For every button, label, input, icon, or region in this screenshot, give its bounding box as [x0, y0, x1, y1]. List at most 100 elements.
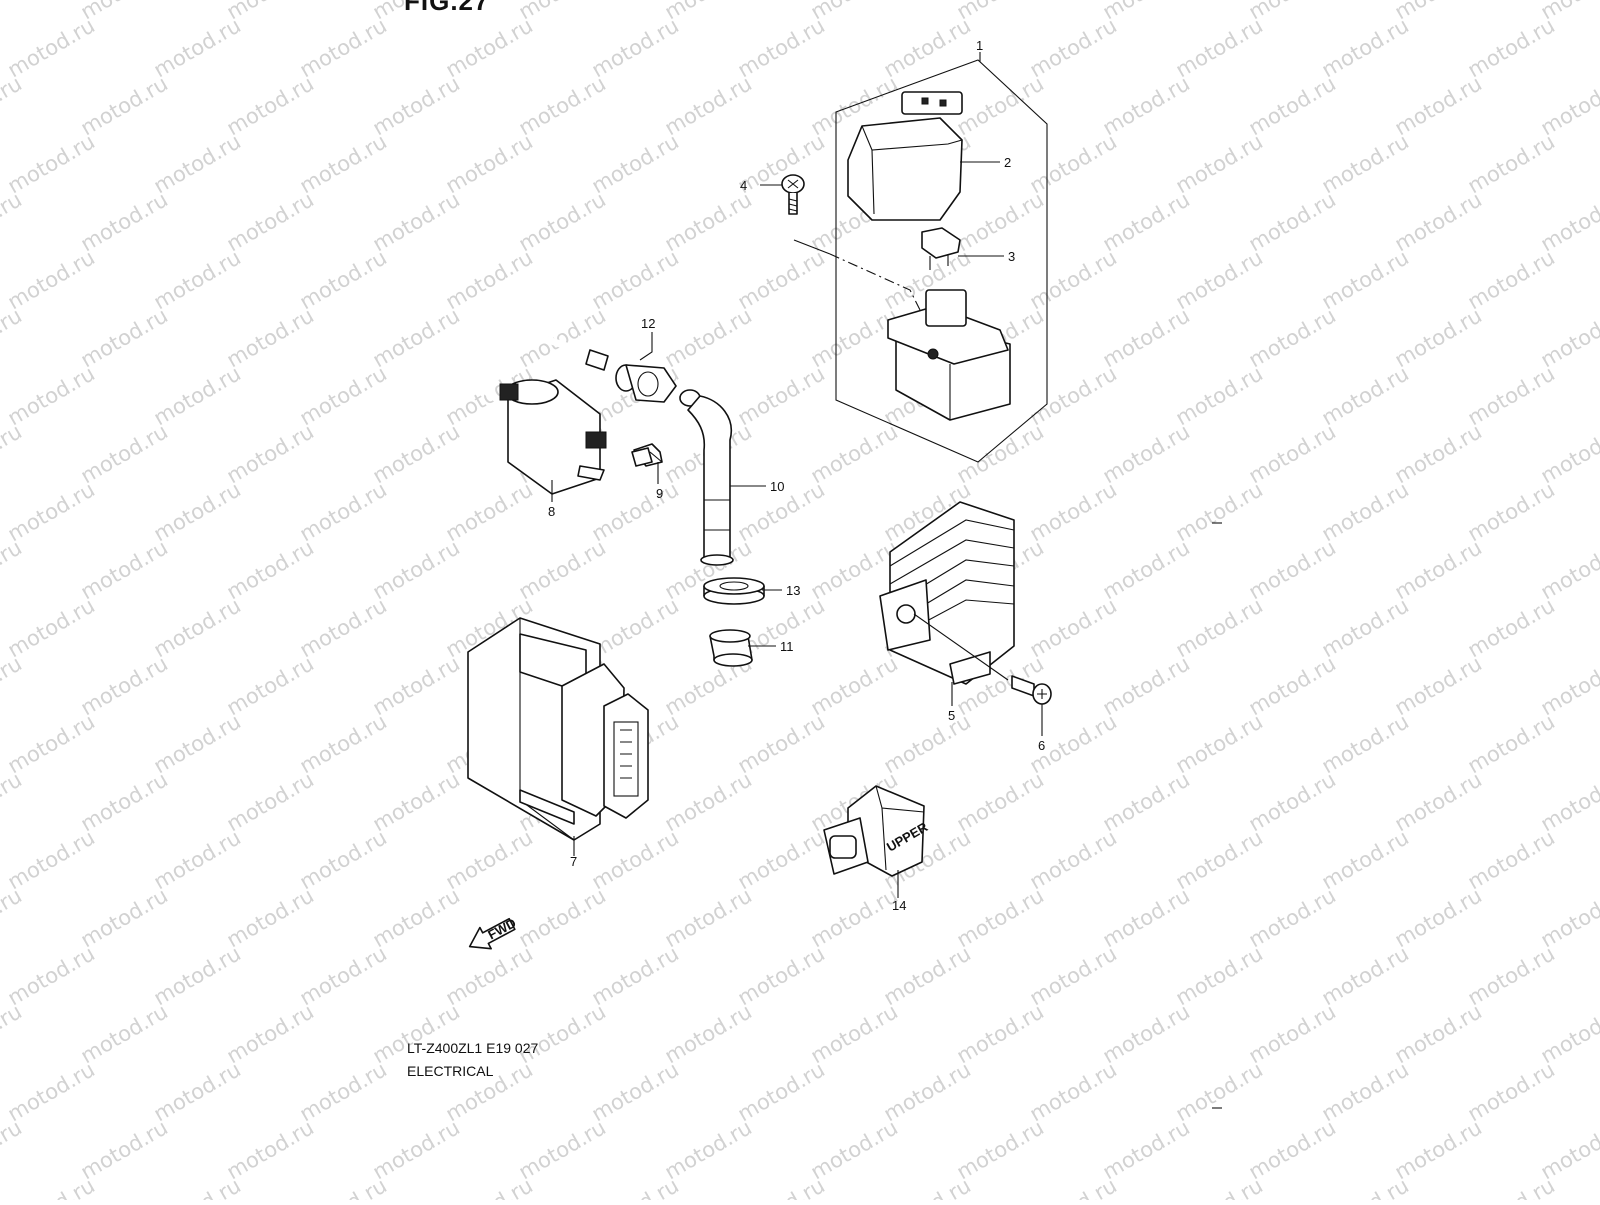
watermark-text: motod.ru: [77, 71, 172, 140]
watermark-text: motod.ru: [1464, 1057, 1559, 1126]
watermark-text: motod.ru: [588, 593, 683, 662]
watermark-text: motod.ru: [1245, 883, 1340, 952]
watermark-text: motod.ru: [661, 303, 756, 372]
watermark-text: motod.ru: [1391, 1115, 1486, 1184]
watermark-text: motod.ru: [369, 651, 464, 720]
watermark-text: motod.ru: [442, 1173, 537, 1200]
watermark-text: motod.ru: [296, 1057, 391, 1126]
watermark-text: motod.ru: [77, 767, 172, 836]
watermark-text: motod.ru: [369, 303, 464, 372]
watermark-text: motod.ru: [734, 709, 829, 778]
watermark-text: motod.ru: [4, 941, 99, 1010]
watermark-text: motod.ru: [1172, 477, 1267, 546]
watermark-text: motod.ru: [661, 187, 756, 256]
watermark-text: motod.ru: [953, 883, 1048, 952]
watermark-text: motod.ru: [296, 941, 391, 1010]
watermark-text: motod.ru: [223, 767, 318, 836]
watermark-text: motod.ru: [77, 651, 172, 720]
watermark-text: motod.ru: [1026, 129, 1121, 198]
watermark-text: motod.ru: [1099, 651, 1194, 720]
watermark-text: motod.ru: [1245, 419, 1340, 488]
watermark-text: motod.ru: [734, 1173, 829, 1200]
watermark-text: motod.ru: [1172, 1057, 1267, 1126]
watermark-text: motod.ru: [223, 71, 318, 140]
watermark-text: motod.ru: [296, 709, 391, 778]
watermark-text: motod.ru: [953, 1115, 1048, 1184]
watermark-text: motod.ru: [296, 129, 391, 198]
watermark-text: motod.ru: [150, 361, 245, 430]
watermark-text: motod.ru: [223, 187, 318, 256]
watermark-text: motod.ru: [296, 361, 391, 430]
watermark-text: motod.ru: [880, 1057, 975, 1126]
section-title: ELECTRICAL: [407, 1063, 493, 1079]
watermark-text: motod.ru: [1172, 361, 1267, 430]
watermark-text: motod.ru: [1391, 767, 1486, 836]
watermark-text: motod.ru: [77, 535, 172, 604]
watermark-text: motod.ru: [150, 13, 245, 82]
watermark-text: motod.ru: [515, 535, 610, 604]
watermark-text: motod.ru: [1391, 883, 1486, 952]
watermark-text: motod.ru: [1099, 999, 1194, 1068]
watermark-text: motod.ru: [734, 941, 829, 1010]
watermark-text: motod.ru: [442, 13, 537, 82]
watermark-text: motod.ru: [1026, 245, 1121, 314]
watermark-text: motod.ru: [1464, 709, 1559, 778]
watermark-text: motod.ru: [588, 129, 683, 198]
watermark-text: motod.ru: [77, 419, 172, 488]
watermark-text: motod.ru: [369, 187, 464, 256]
watermark-text: motod.ru: [1464, 13, 1559, 82]
watermark-text: motod.ru: [150, 1057, 245, 1126]
watermark-text: motod.ru: [1172, 709, 1267, 778]
watermark-text: motod.ru: [4, 129, 99, 198]
callout-10: 10: [770, 479, 784, 494]
watermark-text: motod.ru: [223, 303, 318, 372]
watermark-text: motod.ru: [1464, 477, 1559, 546]
watermark-text: motod.ru: [807, 883, 902, 952]
watermark-text: motod.ru: [0, 883, 26, 952]
watermark-text: motod.ru: [953, 71, 1048, 140]
watermark-text: motod.ru: [588, 1173, 683, 1200]
fwd-marking: FWD: [485, 915, 518, 942]
watermark-text: motod.ru: [1318, 129, 1413, 198]
callout-11: 11: [780, 639, 794, 654]
relay-bolt: [782, 175, 804, 214]
watermark-text: motod.ru: [1026, 825, 1121, 894]
watermark-text: motod.ru: [1318, 361, 1413, 430]
watermark-text: motod.ru: [661, 71, 756, 140]
callout-8: 8: [548, 504, 555, 519]
callout-9: 9: [656, 486, 663, 501]
watermark-text: motod.ru: [953, 767, 1048, 836]
watermark-text: motod.ru: [1391, 535, 1486, 604]
watermark-text: motod.ru: [880, 941, 975, 1010]
watermark-text: motod.ru: [1318, 593, 1413, 662]
watermark-text: motod.ru: [1026, 593, 1121, 662]
watermark-text: motod.ru: [1172, 593, 1267, 662]
watermark-text: motod.ru: [150, 709, 245, 778]
watermark-text: motod.ru: [4, 13, 99, 82]
watermark-text: motod.ru: [1026, 1057, 1121, 1126]
watermark-text: motod.ru: [1245, 303, 1340, 372]
watermark-text: motod.ru: [442, 825, 537, 894]
watermark-text: motod.ru: [4, 361, 99, 430]
watermark-text: motod.ru: [588, 477, 683, 546]
watermark-text: motod.ru: [0, 651, 26, 720]
watermark-text: motod.ru: [0, 0, 26, 24]
watermark-text: motod.ru: [1318, 825, 1413, 894]
watermark-text: motod.ru: [588, 1057, 683, 1126]
watermark-text: motod.ru: [1464, 941, 1559, 1010]
watermark-text: motod.ru: [296, 593, 391, 662]
watermark-text: motod.ru: [1245, 999, 1340, 1068]
watermark-text: motod.ru: [1245, 187, 1340, 256]
watermark-text: motod.ru: [807, 1115, 902, 1184]
watermark-text: motod.ru: [296, 477, 391, 546]
watermark-text: motod.ru: [588, 13, 683, 82]
watermark-text: motod.ru: [1245, 535, 1340, 604]
watermark-text: motod.ru: [1391, 71, 1486, 140]
watermark-text: motod.ru: [369, 535, 464, 604]
watermark-text: motod.ru: [0, 767, 26, 836]
watermark-text: motod.ru: [1318, 1057, 1413, 1126]
watermark-text: motod.ru: [442, 477, 537, 546]
watermark-text: motod.ru: [1172, 129, 1267, 198]
watermark-text: motod.ru: [1172, 1173, 1267, 1200]
